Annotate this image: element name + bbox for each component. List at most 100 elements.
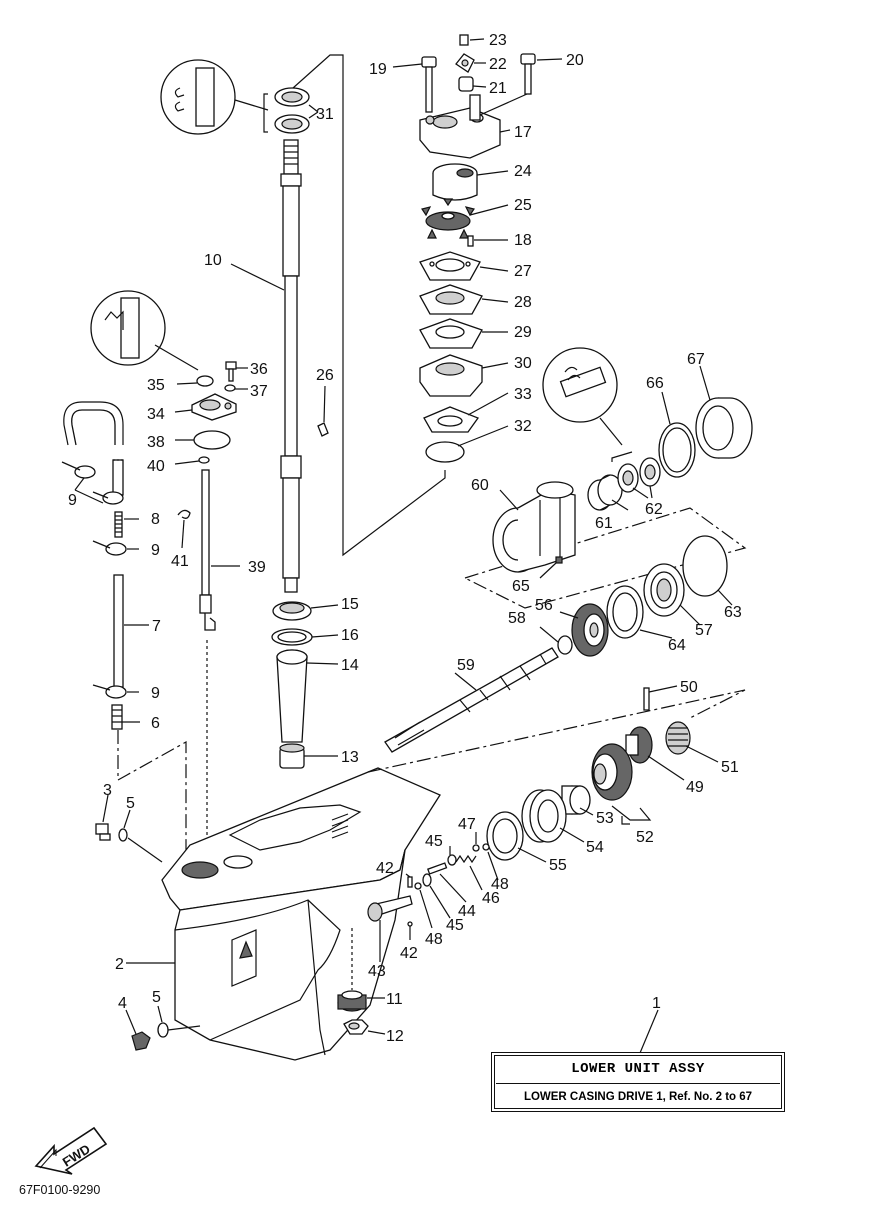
part-number-label: 52 bbox=[636, 829, 654, 846]
part-number-label: 18 bbox=[514, 232, 532, 249]
drive-shaft-10 bbox=[230, 139, 302, 593]
part-number-label: 60 bbox=[471, 477, 489, 494]
forward-gear-52 bbox=[591, 743, 652, 825]
bolt-23 bbox=[459, 34, 485, 46]
lower-casing-2 bbox=[126, 767, 441, 1061]
shift-rod-bracket-34 bbox=[174, 393, 237, 421]
part-number-label: 48 bbox=[425, 931, 443, 948]
bearing-housing-60 bbox=[492, 481, 576, 573]
part-number-label: 11 bbox=[386, 991, 403, 1008]
bolt-20 bbox=[520, 53, 563, 95]
part-number-label: 30 bbox=[514, 355, 532, 372]
assembly-title: LOWER UNIT ASSY bbox=[571, 1061, 705, 1077]
part-number-label: 4 bbox=[118, 995, 127, 1012]
washer-5-bottom bbox=[157, 1005, 201, 1038]
insert-cartridge-24 bbox=[432, 163, 509, 201]
part-number-label: 19 bbox=[369, 61, 387, 78]
part-number-label: 45 bbox=[446, 917, 464, 934]
part-number-label: 5 bbox=[152, 989, 161, 1006]
part-number-label: 9 bbox=[68, 492, 77, 509]
circlip-66 bbox=[658, 391, 696, 478]
shift-rod-39 bbox=[199, 469, 240, 850]
part-number-label: 57 bbox=[695, 622, 713, 639]
part-number-label: 51 bbox=[721, 759, 739, 776]
part-number-label: 45 bbox=[425, 833, 443, 850]
pin-42 bbox=[405, 873, 413, 940]
collar-21 bbox=[458, 76, 487, 92]
impeller-25 bbox=[421, 198, 509, 239]
drive-shaft-group-frame bbox=[292, 54, 446, 557]
part-number-label: 12 bbox=[386, 1028, 404, 1045]
shim-55 bbox=[486, 811, 547, 863]
part-number-label: 53 bbox=[596, 810, 614, 827]
part-number-label: 10 bbox=[204, 252, 222, 269]
shift-plunger-43 bbox=[367, 895, 413, 962]
part-number-label: 38 bbox=[147, 434, 165, 451]
pump-housing-17 bbox=[419, 93, 528, 159]
ball-48a bbox=[482, 843, 499, 881]
bearing-57 bbox=[643, 563, 701, 626]
part-number-label: 35 bbox=[147, 377, 165, 394]
part-number-label: 7 bbox=[152, 618, 161, 635]
ball-48b bbox=[414, 882, 433, 929]
part-number-label: 2 bbox=[115, 956, 124, 973]
bolt-3 bbox=[95, 794, 111, 841]
part-number-label: 24 bbox=[514, 163, 532, 180]
part-number-label: 50 bbox=[680, 679, 698, 696]
part-number-label: 17 bbox=[514, 124, 532, 141]
part-number-label: 32 bbox=[514, 418, 532, 435]
part-number-label: 9 bbox=[151, 542, 160, 559]
spring-51 bbox=[665, 721, 719, 763]
catalog-code: 67F0100-9290 bbox=[19, 1183, 101, 1197]
part-number-label: 56 bbox=[535, 597, 553, 614]
part-number-label: 44 bbox=[458, 903, 476, 920]
bearing-54 bbox=[521, 789, 585, 843]
part-number-label: 25 bbox=[514, 197, 532, 214]
bearing-53 bbox=[561, 785, 594, 816]
part-number-label: 37 bbox=[250, 383, 268, 400]
part-number-label: 3 bbox=[103, 782, 112, 799]
part-number-label: 16 bbox=[341, 627, 359, 644]
o-ring-40 bbox=[174, 456, 210, 465]
part-number-label: 8 bbox=[151, 511, 160, 528]
part-number-label: 64 bbox=[668, 637, 686, 654]
shim-16 bbox=[271, 628, 339, 646]
ball-47 bbox=[472, 832, 480, 852]
part-number-label: 9 bbox=[151, 685, 160, 702]
part-number-label: 26 bbox=[316, 367, 334, 384]
part-number-label: 13 bbox=[341, 749, 359, 766]
part-number-label: 33 bbox=[514, 386, 532, 403]
washer-58 bbox=[539, 626, 573, 655]
bearing-13 bbox=[279, 743, 338, 769]
grommet-22 bbox=[455, 53, 486, 73]
hose-and-clamps bbox=[61, 401, 187, 850]
bolt-36 bbox=[225, 361, 248, 382]
part-number-label: 31 bbox=[316, 106, 334, 123]
circlip-41 bbox=[177, 509, 191, 549]
washer-5-top bbox=[118, 809, 163, 863]
part-number-label: 29 bbox=[514, 324, 532, 341]
assembly-divider bbox=[496, 1083, 780, 1084]
part-number-label: 59 bbox=[457, 657, 475, 674]
part-number-label: 48 bbox=[491, 876, 509, 893]
part-number-label: 62 bbox=[645, 501, 663, 518]
pin-50 bbox=[643, 685, 678, 711]
outer-plate-30 bbox=[419, 354, 509, 397]
bolt-4 bbox=[125, 1009, 151, 1051]
part-number-label: 58 bbox=[508, 610, 526, 627]
part-number-label: 49 bbox=[686, 779, 704, 796]
prop-shaft-frame bbox=[367, 507, 747, 773]
o-ring-32 bbox=[425, 425, 509, 463]
pinion-11 bbox=[337, 928, 385, 1012]
part-number-label: 54 bbox=[586, 839, 604, 856]
part-number-label: 63 bbox=[724, 604, 742, 621]
part-number-label: 40 bbox=[147, 458, 165, 475]
rubber-seal-35 bbox=[176, 375, 214, 387]
part-number-label: 61 bbox=[595, 515, 613, 532]
seal-detail-circle-2 bbox=[542, 347, 623, 446]
plunger-44 bbox=[427, 862, 467, 903]
part-number-label: 23 bbox=[489, 32, 507, 49]
pin-18 bbox=[467, 235, 508, 247]
part-number-label: 39 bbox=[248, 559, 266, 576]
